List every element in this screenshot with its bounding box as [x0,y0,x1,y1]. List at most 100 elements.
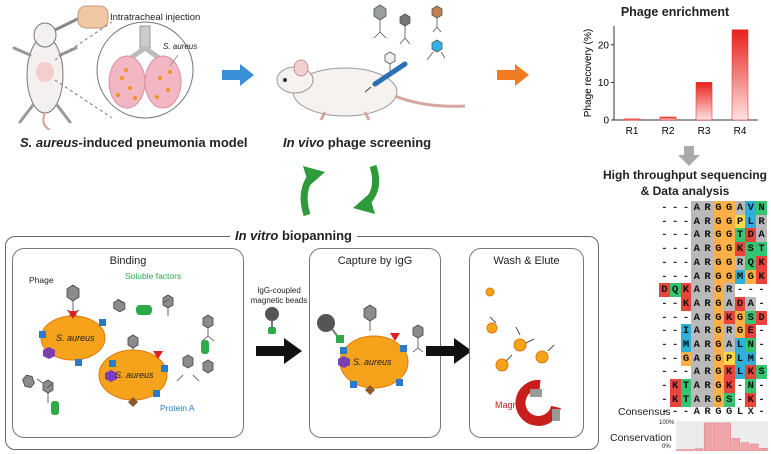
conservation-bar [722,422,731,451]
residue: P [723,351,735,366]
residue: G [712,214,724,229]
residue: - [682,202,690,214]
residue: A [691,228,703,243]
x-tick-label: R1 [626,126,639,137]
residue: K [680,296,692,311]
arrow-right-icon [222,64,254,86]
lung-bacteria-label: S. aureus [163,42,198,51]
x-tick-label: R3 [698,126,711,137]
residue: T [756,242,767,257]
residue: A [691,269,703,284]
residue: - [672,243,679,256]
residue: - [682,215,690,228]
residue: G [745,269,757,284]
consensus-residue: G [715,406,722,418]
consensus-residue: - [682,406,690,418]
residue: G [712,296,724,311]
conservation-100-label: 100% [659,420,675,426]
residue: - [661,311,668,324]
protein-a-label: Protein A [160,403,195,413]
residue: - [661,366,668,379]
residue: A [691,392,703,407]
residue: A [745,296,757,311]
injection-label: Intratracheal injection [110,12,201,23]
residue: A [691,365,703,380]
residue: A [734,201,746,215]
residue: Q [745,255,757,270]
residue: A [691,310,703,325]
residue: R [702,324,713,339]
residue: K [756,255,767,270]
soluble-factors-label: Soluble factors [125,271,182,281]
y-axis-label: Phage recovery (%) [583,29,594,117]
residue: G [723,228,735,243]
capture-bacterium-label: S. aureus [353,357,392,367]
residue: K [723,365,735,380]
y-tick-label: 20 [598,40,610,51]
residue: - [661,229,668,242]
bar-r2 [659,116,677,121]
residue: K [680,283,692,298]
arrow-right-icon [497,64,529,86]
residue: - [672,352,679,365]
residue: - [661,352,668,365]
residue: - [672,229,679,242]
residue: - [661,243,668,256]
residue: K [723,310,735,325]
capture-title: Capture by IgG [337,255,413,267]
residue: G [734,324,746,339]
residue: R [702,338,713,352]
residue: R [702,283,713,298]
residue: S [723,392,735,407]
residue: A [691,296,703,311]
beads-label-line1: IgG-coupled [257,286,301,295]
residue: G [712,351,724,366]
residue: R [702,379,713,394]
bacterium-label: S. aureus [56,333,95,343]
residue: A [691,255,703,270]
residue: - [682,243,690,256]
residue: S [745,310,757,325]
residue: - [758,339,765,351]
residue: R [702,365,713,380]
residue: S [745,242,757,257]
conservation-bar [685,449,695,451]
magnetic-bead-icon [265,307,279,334]
residue: - [661,297,668,310]
residue: M [734,269,746,284]
residue: A [691,324,703,339]
residue: D [659,283,670,298]
residue: G [712,242,724,257]
conservation-bar [694,448,704,451]
residue: - [682,311,690,324]
residue: G [712,310,724,325]
residue: - [672,270,679,283]
residue: K [756,269,767,284]
consensus-residue: - [758,406,765,418]
residue: E [745,324,757,339]
residue: R [734,255,746,270]
residue: G [723,242,735,257]
consensus-residue: - [672,406,679,418]
binding-illustration [22,284,215,415]
residue: D [734,296,746,311]
phage-label: Phage [29,275,54,285]
residue: - [661,325,668,338]
residue: R [702,269,713,284]
residue: V [745,201,757,215]
residue: - [736,380,744,393]
residue: A [691,379,703,394]
residue: - [758,352,765,365]
residue: A [691,283,703,298]
conservation-label: Conservation [610,432,672,444]
residue: - [672,297,679,310]
residue: G [712,269,724,284]
residue: N [745,338,757,352]
